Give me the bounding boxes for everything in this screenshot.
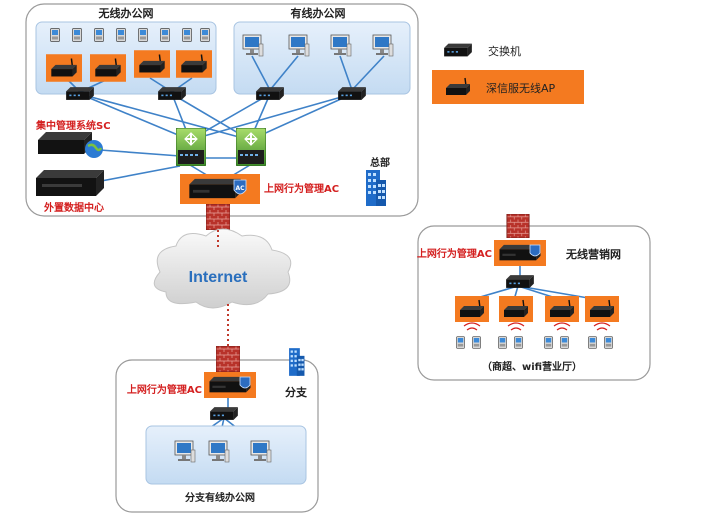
wired-office-panel [233, 21, 411, 95]
branch-wired-label: 分支有线办公网 [185, 491, 255, 504]
wifi-signal-icons [463, 322, 611, 331]
legend-switch-label: 交换机 [488, 44, 521, 58]
branch-label: 分支 [285, 385, 308, 399]
hq-ac-label: 上网行为管理AC [264, 182, 339, 195]
hq-ac-device [189, 178, 241, 199]
datacenter-label: 外置数据中心 [43, 201, 104, 214]
internet-cloud-icon [153, 228, 292, 309]
legend-ap-label: 深信服无线AP [486, 81, 556, 95]
datacenter-server [36, 170, 104, 196]
wired-office-label: 有线办公网 [291, 6, 346, 20]
wireless-office-label: 无线办公网 [98, 6, 154, 20]
hq-ac-shield-icon: AC [233, 179, 247, 195]
branch-firewall-icon [216, 346, 240, 372]
wan-links [217, 230, 229, 346]
wireless-marketing-label: 无线营销网 [565, 247, 621, 261]
retail-firewall-icon [506, 214, 530, 238]
branch-ac-shield-icon [239, 376, 251, 389]
branch-building-icon [289, 348, 305, 376]
sc-server [38, 132, 103, 158]
sc-label: 集中管理系统SC [35, 119, 111, 132]
svg-text:AC: AC [235, 185, 245, 192]
hq-firewall-icon [206, 204, 230, 230]
retail-ac-shield-icon [529, 244, 541, 257]
branch-ac-label: 上网行为管理AC [127, 383, 202, 396]
legend: 交换机 深信服无线AP [432, 43, 584, 104]
internet-label: Internet [189, 269, 248, 286]
branch-switch [210, 407, 238, 420]
legend-ap-icon [440, 74, 476, 100]
retail-ac-label: 上网行为管理AC [417, 247, 492, 260]
hq-label: 总部 [370, 156, 390, 169]
retail-caption: （商超、wifi营业厅） [482, 360, 582, 373]
legend-switch-icon [444, 43, 472, 57]
retail-switch [506, 275, 534, 288]
